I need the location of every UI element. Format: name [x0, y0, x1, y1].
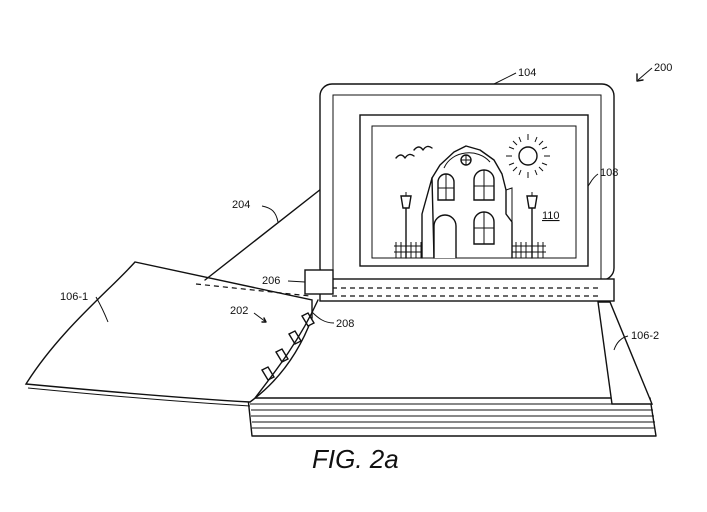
label-clip: 208	[336, 318, 354, 330]
lamp-post-left	[400, 192, 412, 259]
birds-icon	[395, 145, 433, 159]
label-frame: 104	[518, 67, 536, 79]
left-cover	[24, 261, 313, 403]
sun-icon	[506, 134, 550, 178]
house-illustration	[421, 145, 513, 259]
label-bezel: 108	[600, 167, 618, 179]
right-cover	[597, 301, 654, 405]
fence-left	[394, 242, 422, 258]
label-support-arm: 204	[232, 199, 250, 211]
screen-content	[371, 125, 577, 259]
label-screen-content: 110	[542, 210, 560, 222]
label-connector: 206	[262, 275, 280, 287]
connector-block	[304, 269, 334, 295]
label-right-cover: 106-2	[631, 330, 659, 342]
support-arm	[204, 177, 336, 281]
label-left-cover: 106-1	[60, 291, 88, 303]
figure-caption: FIG. 2a	[312, 444, 399, 474]
label-hinge: 202	[230, 305, 248, 317]
lamp-post-right	[526, 192, 538, 259]
label-device: 200	[654, 62, 672, 74]
fence-right	[512, 242, 546, 258]
page-stack	[247, 397, 657, 437]
